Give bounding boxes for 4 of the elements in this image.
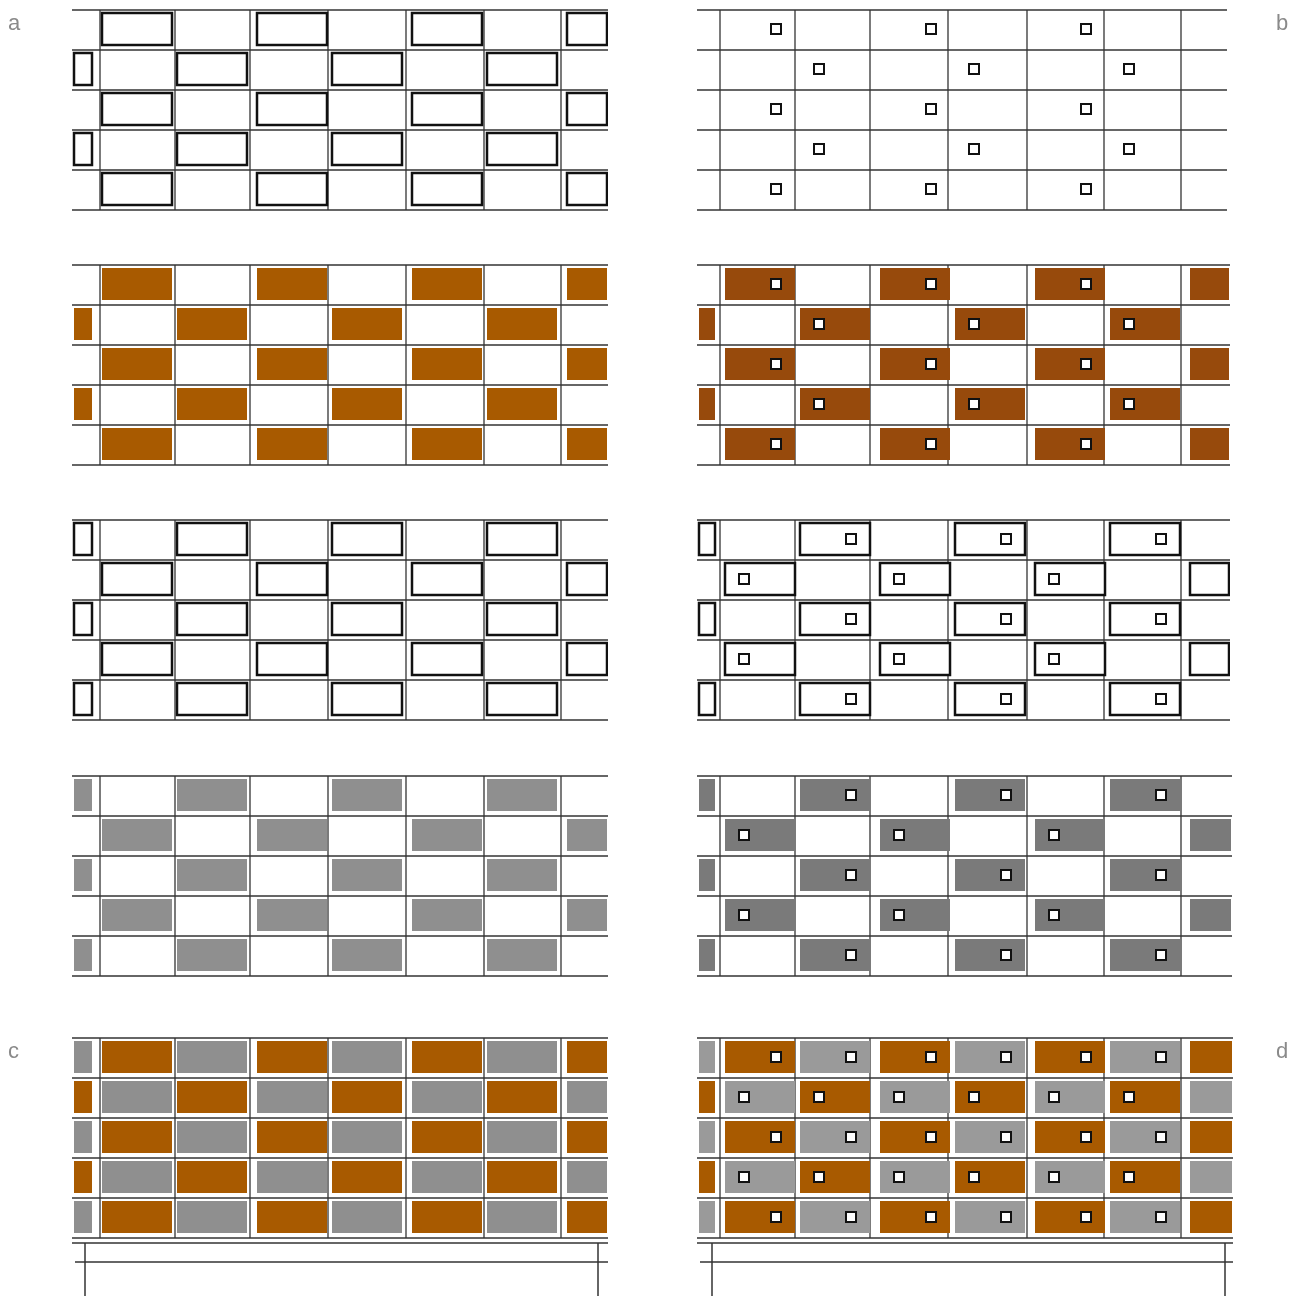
panel-letter: d [1276,1037,1289,1065]
panel-letter: c [8,1037,19,1065]
panel-letter: b [1276,9,1289,37]
panel-letter: a [8,9,21,37]
